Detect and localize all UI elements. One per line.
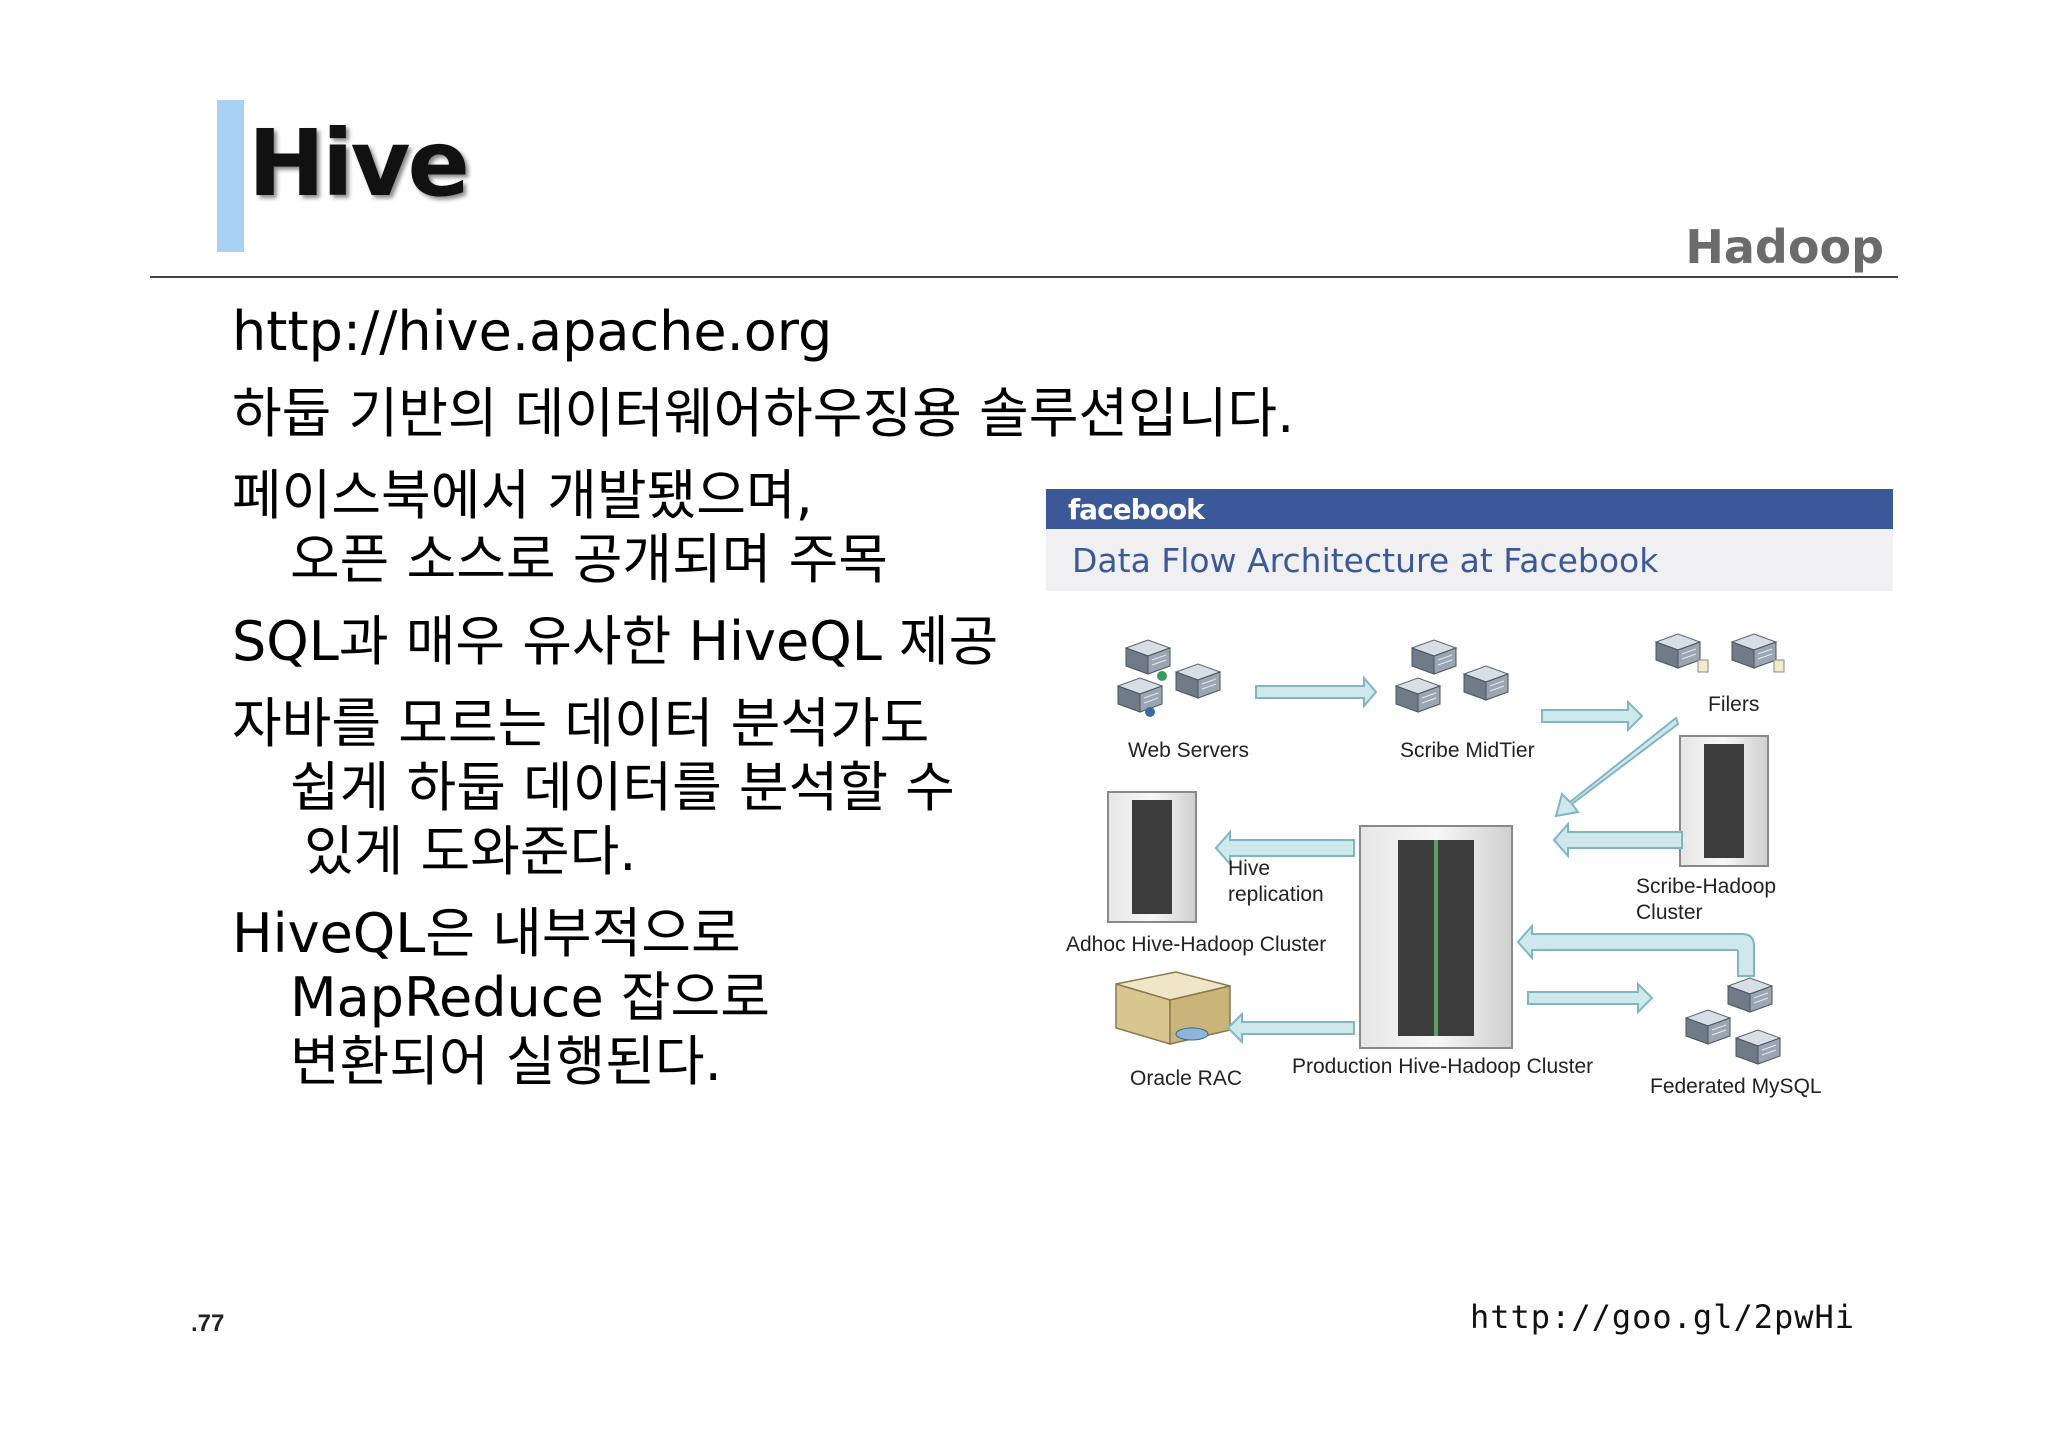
facebook-logo: facebook bbox=[1068, 493, 1205, 526]
bullet-line: 변환되어 실행된다. bbox=[290, 1030, 722, 1093]
bullet-line: HiveQL은 내부적으로 bbox=[232, 902, 741, 965]
footer-link[interactable]: http://goo.gl/2pwHi bbox=[1470, 1298, 1856, 1336]
bullet-line: 페이스북에서 개발됐으며, bbox=[232, 464, 813, 527]
bullet-line[interactable]: http://hive.apache.org bbox=[232, 300, 833, 363]
bullet-line: SQL과 매우 유사한 HiveQL 제공 bbox=[232, 610, 999, 673]
title-accent-bar bbox=[217, 100, 244, 252]
scribe-midtier-label: Scribe MidTier bbox=[1400, 739, 1535, 762]
hive-replication-label-line1: Hive bbox=[1228, 857, 1271, 880]
bullet-line: 오픈 소스로 공개되며 주목 bbox=[290, 528, 888, 591]
scribe-midtier-icon bbox=[1395, 639, 1509, 713]
diagram-graphics bbox=[1107, 633, 1785, 1065]
adhoc-cluster-icon bbox=[1107, 791, 1197, 923]
web-servers-label: Web Servers bbox=[1128, 739, 1249, 762]
scribe-hadoop-label-line2: Cluster bbox=[1636, 901, 1703, 924]
filers-label: Filers bbox=[1708, 693, 1760, 716]
federated-mysql-label: Federated MySQL bbox=[1650, 1075, 1822, 1098]
header-divider bbox=[150, 276, 1898, 278]
bullet-item: SQL과 매우 유사한 HiveQL 제공 bbox=[232, 610, 1062, 674]
scribe-hadoop-cluster-icon bbox=[1679, 735, 1769, 867]
oracle-rac-icon bbox=[1115, 971, 1231, 1046]
bullet-list: http://hive.apache.org 하둡 기반의 데이터웨어하우징용 … bbox=[232, 300, 1294, 1112]
hive-replication-label-line2: replication bbox=[1228, 883, 1324, 906]
bullet-item: 자바를 모르는 데이터 분석가도 쉽게 하둡 데이터를 분석할 수 있게 도와준… bbox=[232, 692, 1062, 884]
bullet-line: 있게 도와준다. bbox=[304, 820, 637, 883]
figure-heading-bar: Data Flow Architecture at Facebook bbox=[1046, 529, 1893, 591]
bullet-item: 페이스북에서 개발됐으며, 오픈 소스로 공개되며 주목 bbox=[232, 464, 1062, 592]
bullet-item: 하둡 기반의 데이터웨어하우징용 솔루션입니다. bbox=[232, 382, 1294, 446]
federated-mysql-icon bbox=[1685, 977, 1781, 1065]
web-servers-icon bbox=[1117, 639, 1221, 717]
scribe-hadoop-label-line1: Scribe-Hadoop bbox=[1636, 875, 1777, 898]
bullet-line: 자바를 모르는 데이터 분석가도 bbox=[232, 692, 930, 755]
figure-brand-bar: facebook bbox=[1046, 489, 1893, 529]
figure-heading: Data Flow Architecture at Facebook bbox=[1072, 541, 1659, 580]
data-flow-diagram: Web Servers Scribe MidTier Filers Hive r… bbox=[1046, 600, 1893, 1100]
bullet-line: 쉽게 하둡 데이터를 분석할 수 bbox=[290, 756, 955, 819]
bullet-line: MapReduce 잡으로 bbox=[290, 966, 770, 1029]
filers-icon bbox=[1655, 633, 1785, 673]
bullet-item[interactable]: http://hive.apache.org bbox=[232, 300, 1062, 364]
adhoc-cluster-label: Adhoc Hive-Hadoop Cluster bbox=[1066, 933, 1327, 956]
section-label: Hadoop bbox=[1685, 220, 1884, 274]
bullet-item: HiveQL은 내부적으로 MapReduce 잡으로 변환되어 실행된다. bbox=[232, 902, 1062, 1094]
oracle-rac-label: Oracle RAC bbox=[1130, 1067, 1243, 1090]
production-cluster-label: Production Hive-Hadoop Cluster bbox=[1292, 1055, 1594, 1078]
bullet-line: 하둡 기반의 데이터웨어하우징용 솔루션입니다. bbox=[232, 382, 1295, 445]
production-cluster-icon bbox=[1359, 825, 1513, 1049]
flow-arrows bbox=[1214, 675, 1755, 1045]
page-number: .77 bbox=[191, 1310, 225, 1337]
slide-title: Hive bbox=[248, 110, 470, 217]
